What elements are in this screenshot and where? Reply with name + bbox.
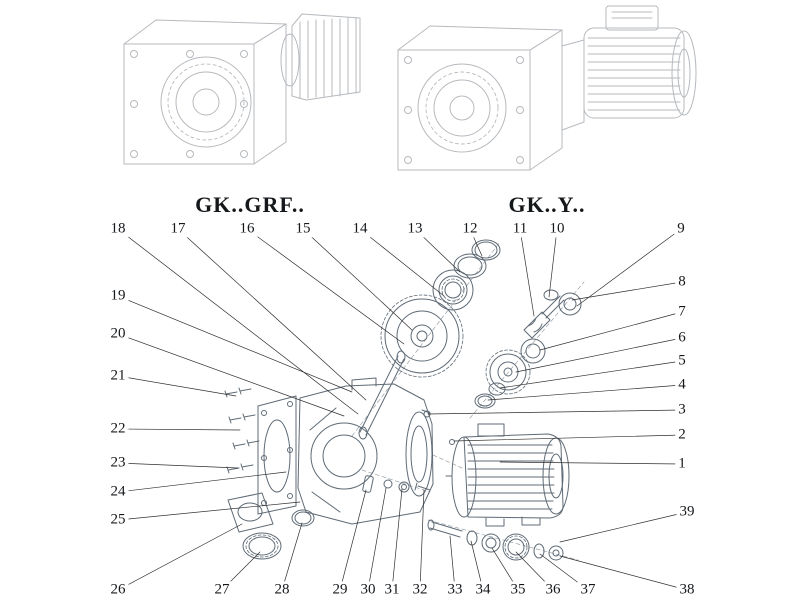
- callout-1: 1: [675, 455, 689, 473]
- variant-label-y: GK..Y..: [508, 192, 586, 217]
- callout-32: 32: [409, 581, 431, 599]
- callout-11: 11: [509, 220, 531, 238]
- callout-22: 22: [107, 420, 129, 438]
- callout-33: 33: [444, 581, 466, 599]
- leader-line-26: [117, 523, 243, 591]
- leader-line-39: [559, 511, 688, 543]
- callout-8: 8: [675, 273, 689, 291]
- leader-line-30: [367, 487, 387, 591]
- callout-20: 20: [107, 325, 129, 343]
- callout-23: 23: [107, 454, 129, 472]
- leader-line-28: [281, 522, 303, 591]
- callout-38: 38: [676, 581, 698, 599]
- callout-9: 9: [674, 220, 688, 238]
- callout-24: 24: [107, 483, 129, 501]
- leader-line-9: [576, 228, 682, 307]
- exploded-view-drawing: [224, 239, 585, 561]
- leader-line-24: [117, 471, 287, 493]
- callout-18: 18: [107, 220, 129, 238]
- callout-7: 7: [675, 303, 689, 321]
- leader-line-29: [339, 489, 367, 591]
- callout-25: 25: [107, 511, 129, 529]
- callout-3: 3: [675, 401, 689, 419]
- leader-line-10: [548, 228, 558, 298]
- leader-line-16: [246, 228, 405, 345]
- leader-line-17: [177, 228, 367, 401]
- leader-line-2: [453, 434, 683, 442]
- gearbox-y-drawing: [397, 5, 697, 171]
- leader-line-8: [571, 281, 683, 301]
- callout-12: 12: [459, 220, 481, 238]
- callout-39: 39: [676, 503, 698, 521]
- leader-line-1: [499, 461, 683, 465]
- leader-line-21: [117, 375, 237, 397]
- callout-15: 15: [292, 220, 314, 238]
- callout-19: 19: [107, 287, 129, 305]
- leader-line-7: [539, 311, 683, 351]
- leader-line-5: [499, 360, 683, 389]
- leader-line-3: [427, 409, 683, 415]
- callout-21: 21: [107, 367, 129, 385]
- gearbox-grf-drawing: [123, 13, 361, 165]
- leader-lines: [117, 228, 688, 591]
- callout-37: 37: [577, 581, 599, 599]
- callout-30: 30: [357, 581, 379, 599]
- callout-17: 17: [167, 220, 189, 238]
- leader-line-22: [117, 428, 241, 431]
- leader-line-19: [117, 295, 353, 393]
- callout-16: 16: [236, 220, 258, 238]
- callout-26: 26: [107, 581, 129, 599]
- leader-line-4: [487, 384, 683, 401]
- leader-line-15: [302, 228, 413, 331]
- leader-line-11: [519, 228, 535, 317]
- callout-14: 14: [349, 220, 371, 238]
- leader-line-6: [515, 337, 683, 373]
- callout-31: 31: [381, 581, 403, 599]
- leader-line-20: [117, 333, 345, 417]
- callout-27: 27: [211, 581, 233, 599]
- callout-6: 6: [675, 329, 689, 347]
- callout-36: 36: [542, 581, 564, 599]
- leader-line-38: [559, 555, 688, 591]
- leader-line-31: [391, 488, 403, 591]
- callout-5: 5: [675, 352, 689, 370]
- callout-28: 28: [271, 581, 293, 599]
- leader-line-23: [117, 462, 239, 469]
- variant-label-grf: GK..GRF..: [195, 192, 305, 217]
- callout-35: 35: [507, 581, 529, 599]
- callout-2: 2: [675, 426, 689, 444]
- callout-29: 29: [329, 581, 351, 599]
- leader-line-32: [419, 489, 425, 591]
- callout-4: 4: [675, 376, 689, 394]
- leader-line-18: [117, 228, 359, 415]
- leader-line-14: [359, 228, 445, 297]
- leader-line-25: [117, 501, 301, 521]
- callout-10: 10: [546, 220, 568, 238]
- callout-13: 13: [404, 220, 426, 238]
- callout-34: 34: [472, 581, 494, 599]
- leader-line-33: [449, 535, 456, 591]
